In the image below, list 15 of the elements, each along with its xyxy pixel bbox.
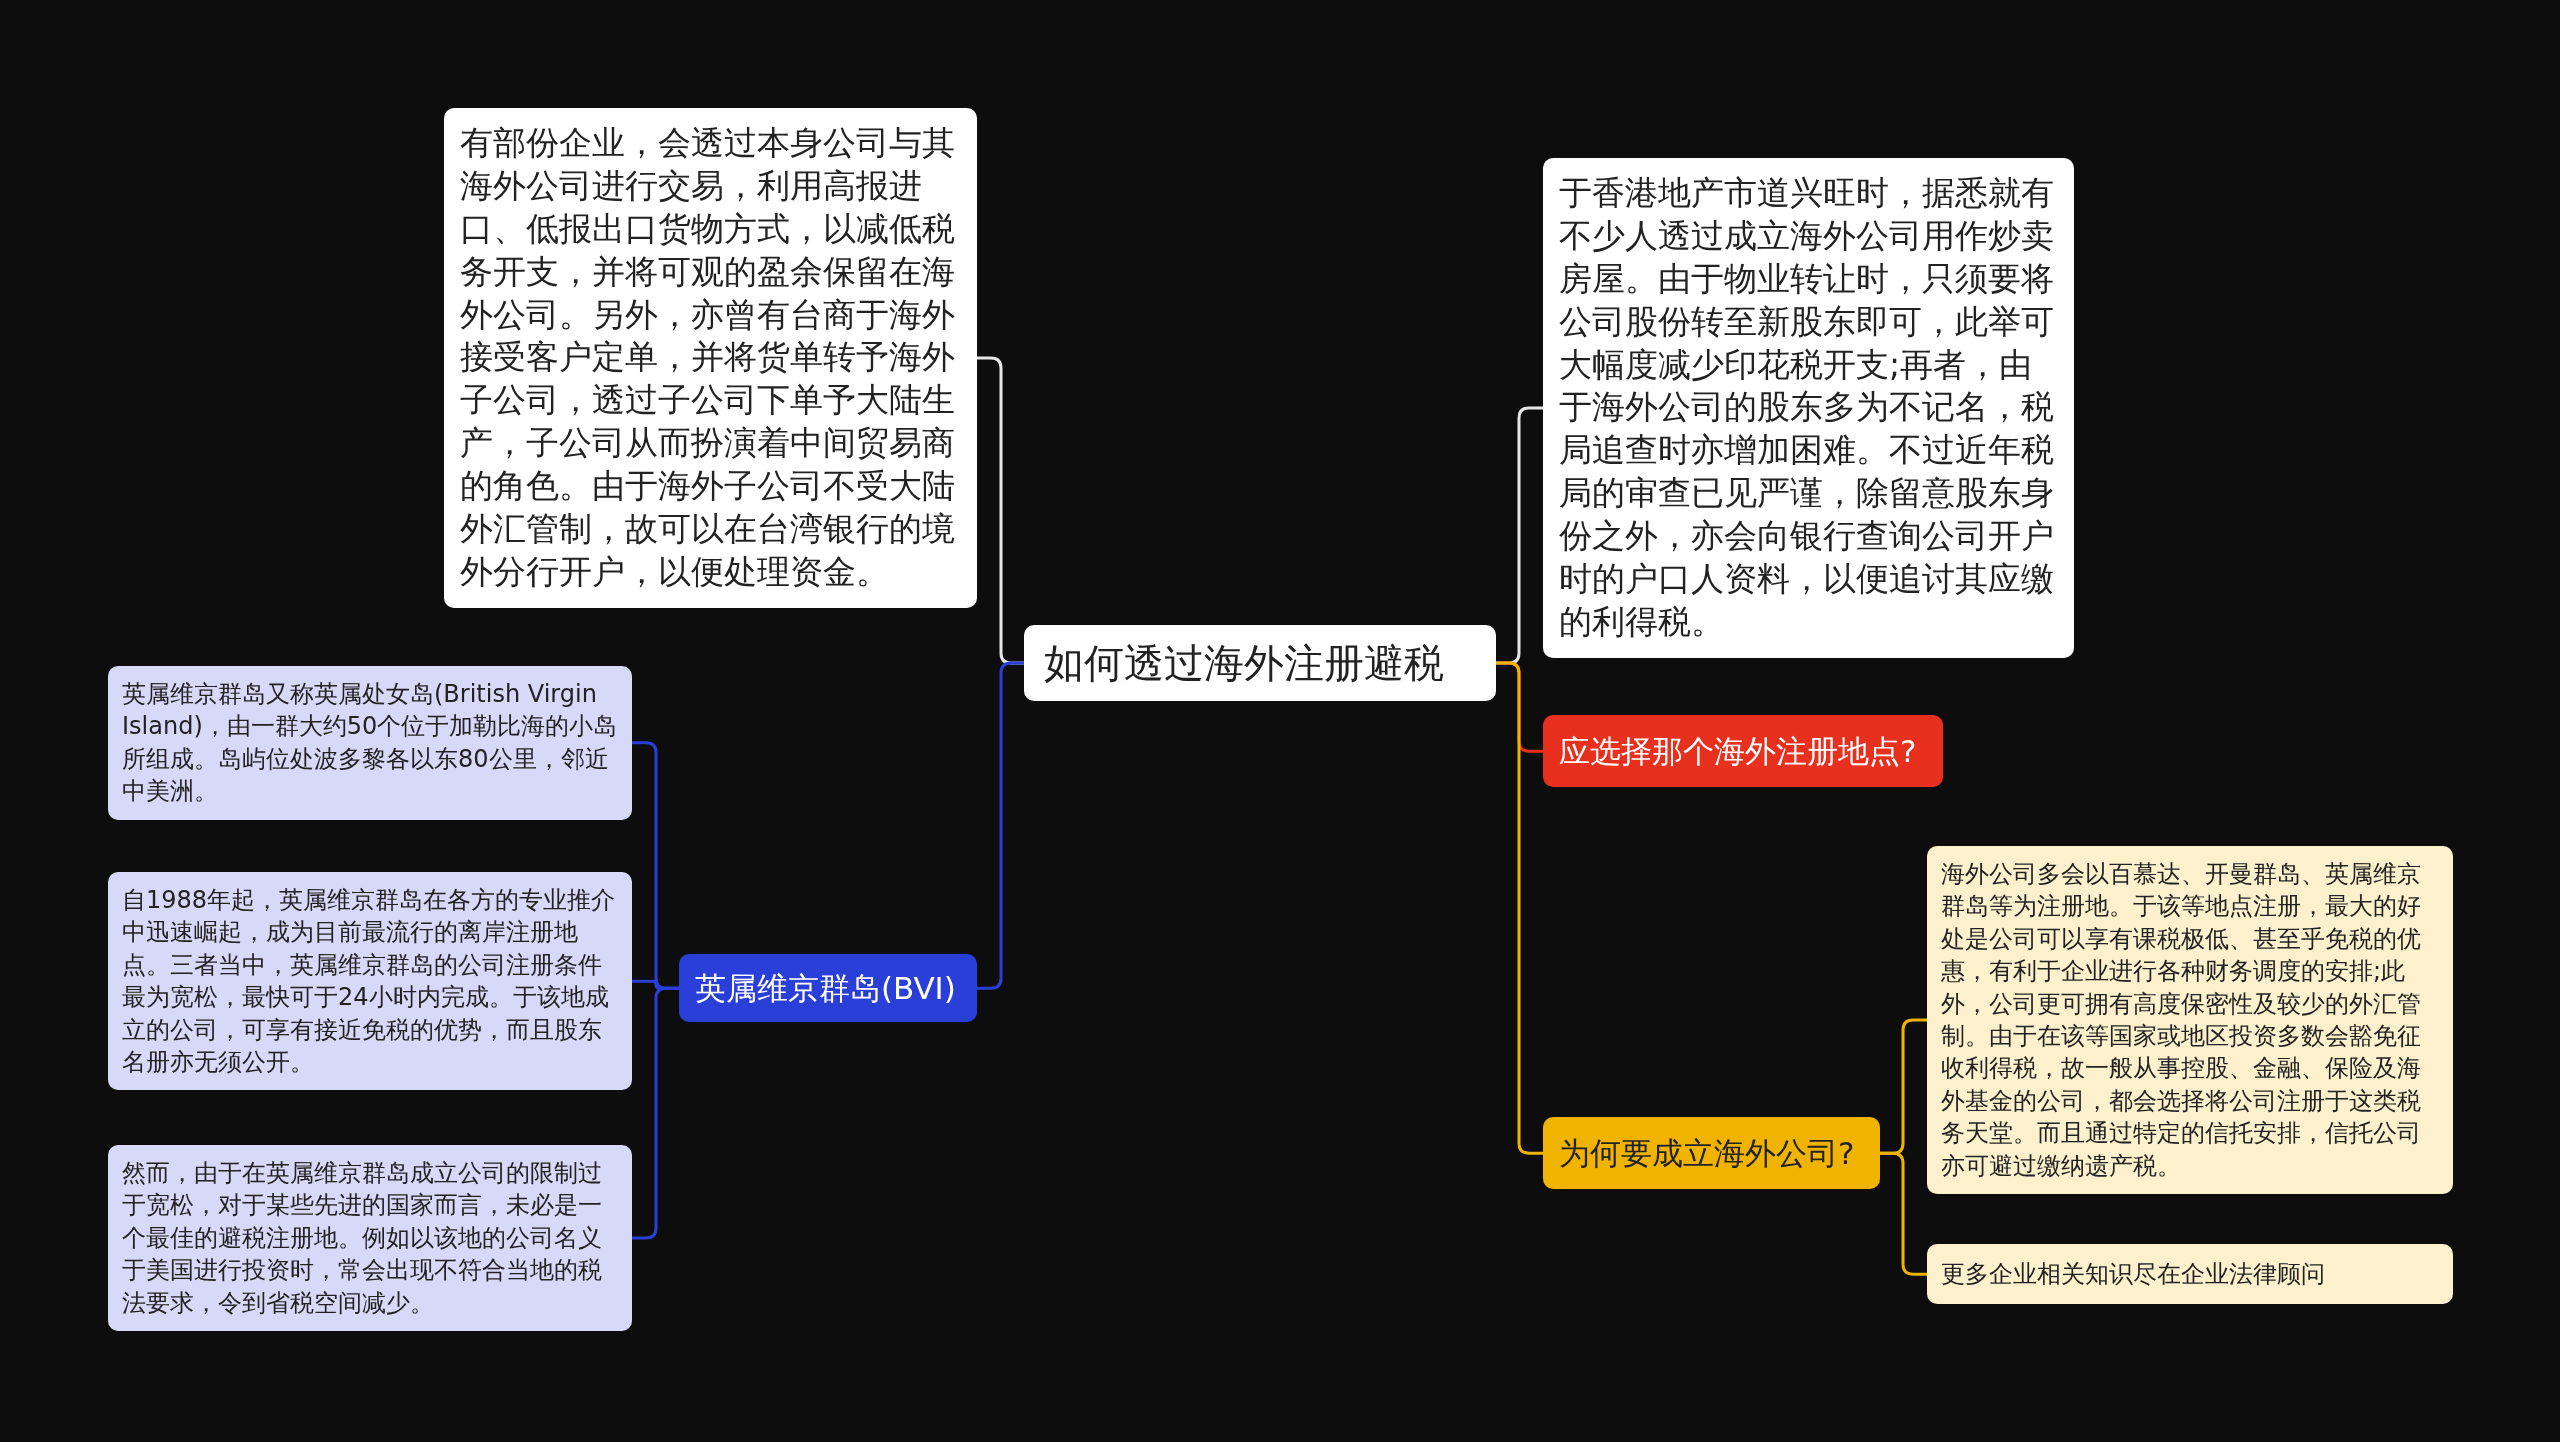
connector-line	[1496, 661, 1543, 1155]
text-card: 自1988年起，英属维京群岛在各方的专业推介中迅速崛起，成为目前最流行的离岸注册地点。三者当中，英属维京群岛的公司注册条件最为宽松，最快可于24小时内完成。于该地成立的公司，可享有接近免税的优势，而且股东名册亦无须公开。	[108, 872, 632, 1091]
text-card: 更多企业相关知识尽在企业法律顾问	[1927, 1244, 2453, 1305]
connector-line	[1880, 1151, 1927, 1276]
text-card: 于香港地产市道兴旺时，据悉就有不少人透过成立海外公司用作炒卖房屋。由于物业转让时，只须要将公司股份转至新股东即可，此举可大幅度减少印花税开支;再者，由于海外公司的股东多为不记名，税局追查时亦增加困难。不过近年税局的审查已见严谨，除留意股东身份之外，亦会向银行查询公司开户时的户口人资料，以便追讨其应缴的利得税。	[1543, 158, 2074, 658]
text-card: 有部份企业，会透过本身公司与其海外公司进行交易，利用高报进口、低报出口货物方式，以减低税务开支，并将可观的盈余保留在海外公司。另外，亦曾有台商于海外接受客户定单，并将货单转予海外子公司，透过子公司下单予大陆生产，子公司从而扮演着中间贸易商的角色。由于海外子公司不受大陆外汇管制，故可以在台湾银行的境外分行开户，以便处理资金。	[444, 108, 977, 608]
topic-box: 应选择那个海外注册地点?	[1543, 715, 1943, 788]
text-card: 海外公司多会以百慕达、开曼群岛、英属维京群岛等为注册地。于该等地点注册，最大的好处是公司可以享有课税极低、甚至乎免税的优惠，有利于企业进行各种财务调度的安排;此外，公司更可拥有高度保密性及较少的外汇管制。由于在该等国家或地区投资多数会豁免征收利得税，故一般从事控股、金融、保险及海外基金的公司，都会选择将公司注册于这类税务天堂。而且通过特定的信托安排，信托公司亦可避过缴纳遗产税。	[1927, 846, 2453, 1194]
root-topic: 如何透过海外注册避税	[1024, 625, 1496, 701]
text-card: 然而，由于在英属维京群岛成立公司的限制过于宽松，对于某些先进的国家而言，未必是一个最佳的避税注册地。例如以该地的公司名义于美国进行投资时，常会出现不符合当地的税法要求，令到省税空间减少。	[108, 1145, 632, 1331]
topic-box: 为何要成立海外公司?	[1543, 1117, 1880, 1190]
connector-line	[977, 661, 1024, 990]
connector-line	[632, 986, 679, 1240]
text-card: 英属维京群岛又称英属处女岛(British Virgin Island)，由一群大约50个位于加勒比海的小岛所组成。岛屿位处波多黎各以东80公里，邻近中美洲。	[108, 666, 632, 820]
topic-box: 英属维京群岛(BVI)	[679, 954, 977, 1023]
